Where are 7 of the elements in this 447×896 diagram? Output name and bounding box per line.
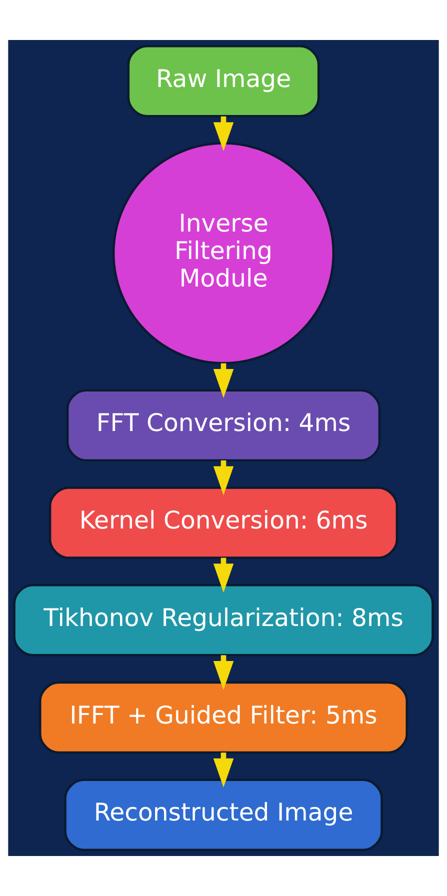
node-box: IFFT + Guided Filter: 5ms bbox=[39, 681, 408, 754]
node-box: Tikhonov Regularization: 8ms bbox=[13, 584, 434, 656]
node-box: FFT Conversion: 4ms bbox=[66, 389, 381, 462]
node-box: Raw Image bbox=[127, 44, 320, 118]
node-circle: Inverse Filtering Module bbox=[112, 142, 335, 364]
node-box: Reconstructed Image bbox=[64, 778, 383, 852]
node-box: Kernel Conversion: 6ms bbox=[48, 486, 398, 559]
